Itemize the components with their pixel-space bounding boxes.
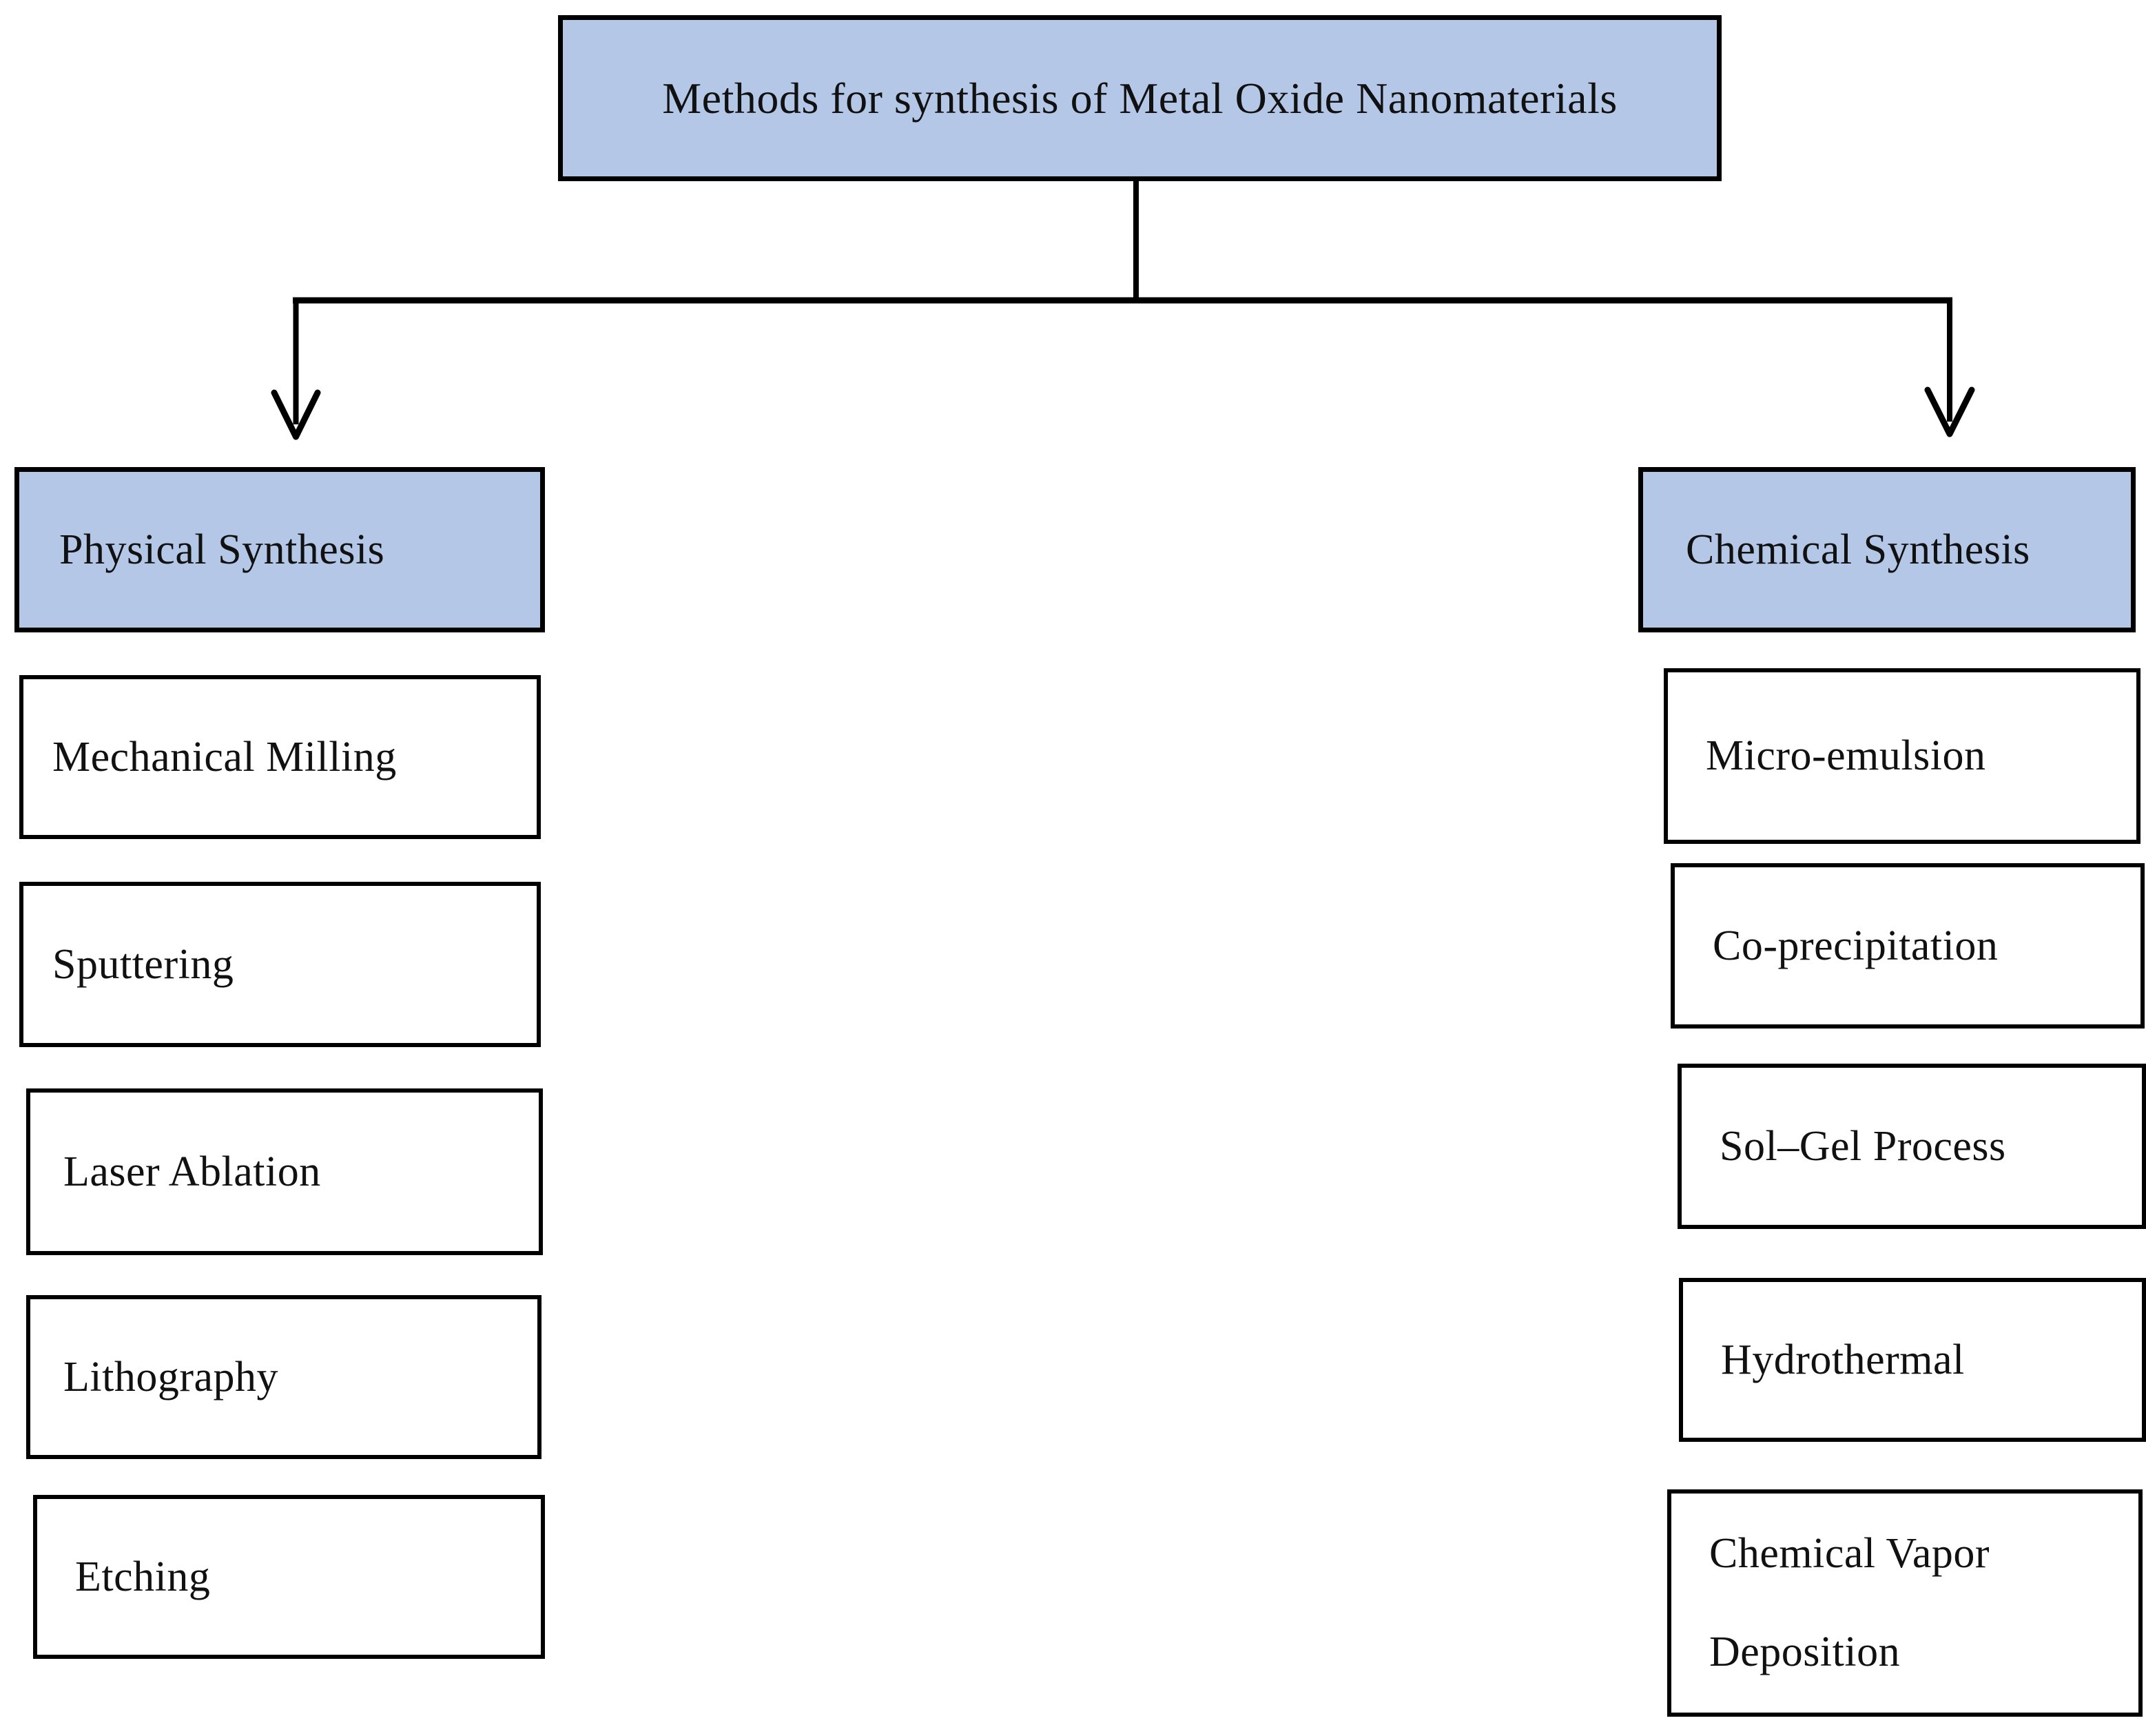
physical-synthesis-label: Physical Synthesis <box>59 526 385 573</box>
method-label: Sputtering <box>52 940 234 988</box>
root-title-label: Methods for synthesis of Metal Oxide Nan… <box>662 73 1618 123</box>
method-label: Etching <box>75 1553 211 1600</box>
chemical-synthesis-label: Chemical Synthesis <box>1686 526 2030 573</box>
physical-synthesis-box: Physical Synthesis <box>14 467 545 632</box>
method-box-hydrothermal: Hydrothermal <box>1679 1278 2146 1442</box>
method-label: Hydrothermal <box>1721 1336 1965 1383</box>
method-label: Co-precipitation <box>1713 922 1999 969</box>
right-down-arrow-icon <box>1924 302 1975 437</box>
method-box-mechanical-milling: Mechanical Milling <box>19 675 541 839</box>
chemical-synthesis-box: Chemical Synthesis <box>1638 467 2136 632</box>
method-box-micro-emulsion: Micro-emulsion <box>1664 668 2140 844</box>
method-label: Chemical Vapor Deposition <box>1709 1530 1990 1675</box>
method-label: Mechanical Milling <box>52 733 397 781</box>
method-box-etching: Etching <box>33 1495 545 1659</box>
method-box-sol-gel-process: Sol–Gel Process <box>1678 1064 2146 1229</box>
method-box-laser-ablation: Laser Ablation <box>26 1088 543 1255</box>
method-box-chemical-vapor-deposition: Chemical Vapor Deposition <box>1667 1489 2143 1717</box>
method-label: Laser Ablation <box>63 1148 321 1195</box>
root-title-box: Methods for synthesis of Metal Oxide Nan… <box>558 15 1722 181</box>
left-down-arrow-icon <box>271 302 321 440</box>
method-box-co-precipitation: Co-precipitation <box>1671 863 2145 1029</box>
method-label: Micro-emulsion <box>1706 732 1986 779</box>
method-label: Lithography <box>63 1353 278 1401</box>
method-box-sputtering: Sputtering <box>19 882 541 1047</box>
method-label: Sol–Gel Process <box>1720 1122 2006 1170</box>
method-box-lithography: Lithography <box>26 1295 541 1459</box>
